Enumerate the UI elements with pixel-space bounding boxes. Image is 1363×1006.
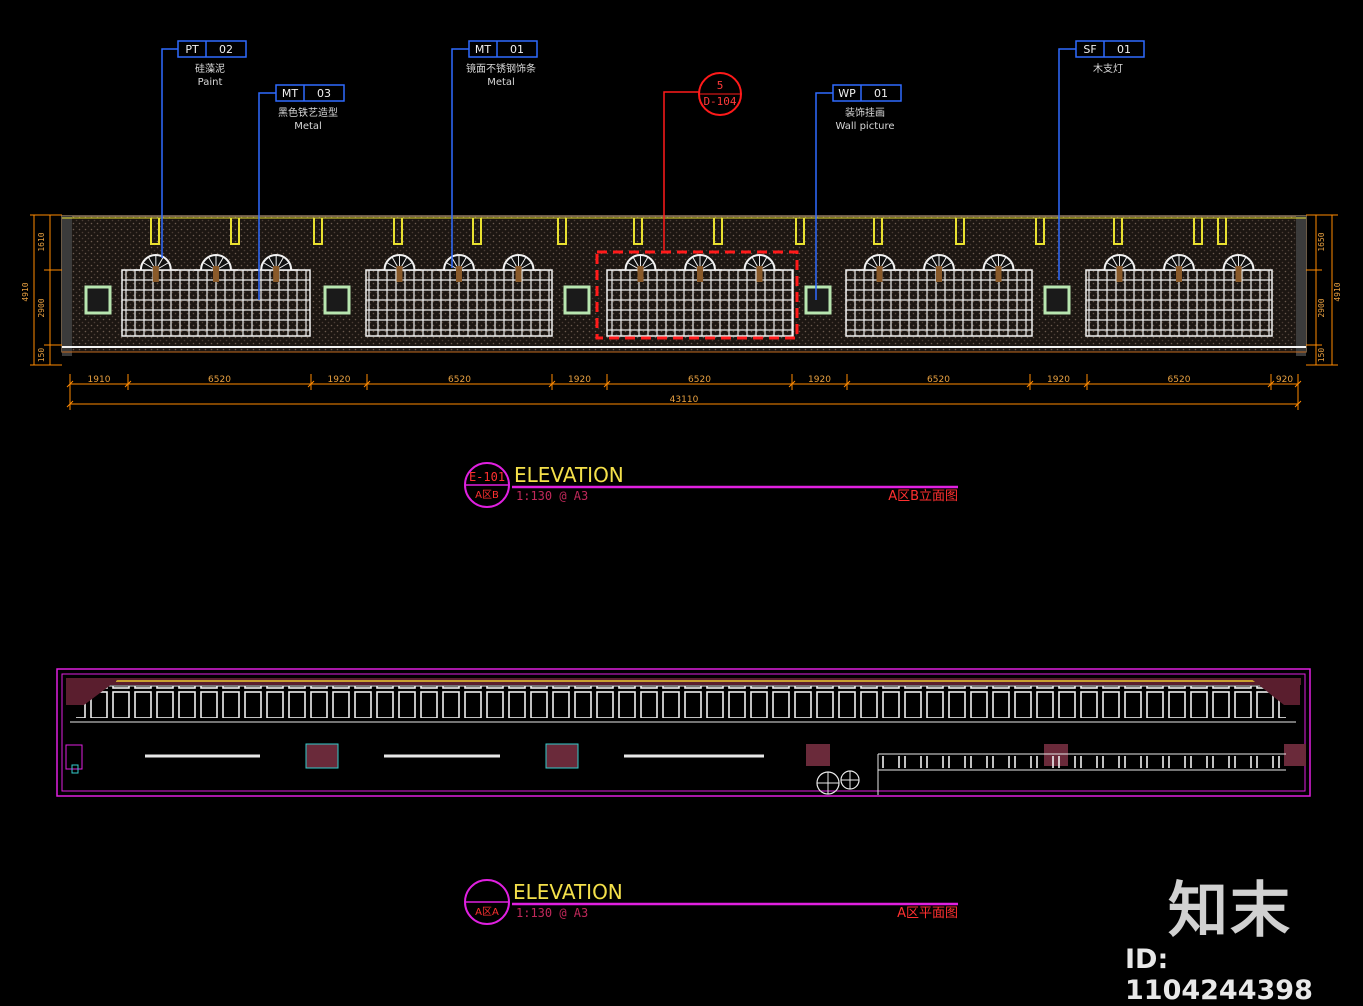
floor-plan <box>56 668 1311 797</box>
plan-caption: A区平面图 <box>897 906 958 921</box>
tag-english-label: Metal <box>487 77 515 88</box>
detail-callout: 5 D-104 <box>663 72 742 250</box>
dim-segment-label: 1920 <box>328 375 351 385</box>
title-heading: ELEVATION <box>514 463 624 487</box>
dim-left-bottom: 150 <box>37 348 46 363</box>
dimension-lines: 1910 6520 1920 6520 1920 6520 1920 6520 1920 6520… <box>66 374 1302 410</box>
dim-segment-label: 6520 <box>1168 375 1191 385</box>
material-tag: SF 01 木支灯 <box>1058 40 1145 280</box>
tag-number: 02 <box>219 43 233 56</box>
plan-badge-bottom: A区A <box>475 906 499 918</box>
tag-english-label: Paint <box>198 77 223 88</box>
tag-chinese-label: 镜面不锈钢饰条 <box>466 62 536 75</box>
dim-segment-label: 1910 <box>88 375 111 385</box>
tag-code: PT <box>185 43 199 56</box>
tag-english-label: Metal <box>294 121 322 132</box>
dim-left-mid: 2900 <box>37 298 46 317</box>
dim-total-label: 43110 <box>670 395 699 405</box>
picture-frame <box>84 285 112 315</box>
material-tag: PT 02 硅藻泥 Paint <box>161 40 247 258</box>
material-tag: MT 03 黑色铁艺造型 Metal <box>258 84 345 300</box>
picture-frame <box>323 285 351 315</box>
lattice-panel <box>121 254 311 337</box>
vertical-dimensions-left <box>30 214 62 366</box>
tag-chinese-label: 装饰挂画 <box>845 106 885 119</box>
image-id-label: ID: 1104244398 <box>1125 944 1313 1006</box>
title-badge-bottom: A区B <box>475 489 499 501</box>
crown-molding <box>62 217 1306 245</box>
dim-right-total: 4910 <box>1333 282 1342 301</box>
callout-number: 5 <box>717 79 724 92</box>
dim-segment-label: 6520 <box>688 375 711 385</box>
dim-left-top: 1610 <box>37 232 46 251</box>
material-tag: WP 01 装饰挂画 Wall picture <box>815 84 902 300</box>
picture-frame <box>804 285 832 315</box>
vertical-dimensions-right <box>1306 214 1338 366</box>
lattice-panel <box>365 254 553 337</box>
tag-number: 01 <box>874 87 888 100</box>
dim-segment-label: 6520 <box>448 375 471 385</box>
tag-code: MT <box>282 87 298 100</box>
title-block-elevation: E-101 A区B ELEVATION 1:130 @ A3 A区B立面图 <box>464 462 958 508</box>
tag-number: 03 <box>317 87 331 100</box>
plan-scale: 1:130 @ A3 <box>516 906 588 920</box>
dim-segment-label: 6520 <box>927 375 950 385</box>
lattice-panel <box>606 254 794 337</box>
dim-right-mid: 2900 <box>1317 298 1326 317</box>
dim-left-total: 4910 <box>21 282 30 301</box>
lattice-panel <box>1085 254 1273 337</box>
title-badge-top: E-101 <box>469 470 505 484</box>
dim-right-bottom: 150 <box>1317 348 1326 363</box>
tag-english-label: Wall picture <box>835 121 894 132</box>
brand-watermark: 知末 <box>1168 876 1292 946</box>
detail-box <box>595 250 799 340</box>
dim-right-top: 1650 <box>1317 232 1326 251</box>
wall-picture-frames <box>84 285 1071 315</box>
lattice-panels <box>121 254 1273 337</box>
material-tag: MT 01 镜面不锈钢饰条 Metal <box>451 40 538 268</box>
title-scale: 1:130 @ A3 <box>516 489 588 503</box>
tag-chinese-label: 木支灯 <box>1093 63 1123 75</box>
dim-segment-label: 1920 <box>808 375 831 385</box>
dim-segment-label: 920 <box>1276 375 1293 385</box>
title-block-plan: A区A ELEVATION 1:130 @ A3 A区平面图 <box>464 879 958 925</box>
picture-frame <box>563 285 591 315</box>
dim-segment-label: 6520 <box>208 375 231 385</box>
tag-number: 01 <box>1117 43 1131 56</box>
tag-chinese-label: 黑色铁艺造型 <box>278 106 338 119</box>
tag-chinese-label: 硅藻泥 <box>195 62 225 75</box>
tag-code: WP <box>838 87 856 100</box>
tag-code: SF <box>1083 43 1096 56</box>
tag-code: MT <box>475 43 491 56</box>
title-caption: A区B立面图 <box>888 489 958 504</box>
tag-number: 01 <box>510 43 524 56</box>
callout-sheet: D-104 <box>703 95 736 108</box>
lattice-panel <box>845 254 1033 337</box>
dim-segment-label: 1920 <box>568 375 591 385</box>
plan-heading: ELEVATION <box>513 880 623 904</box>
dim-segment-label: 1920 <box>1047 375 1070 385</box>
picture-frame <box>1043 285 1071 315</box>
